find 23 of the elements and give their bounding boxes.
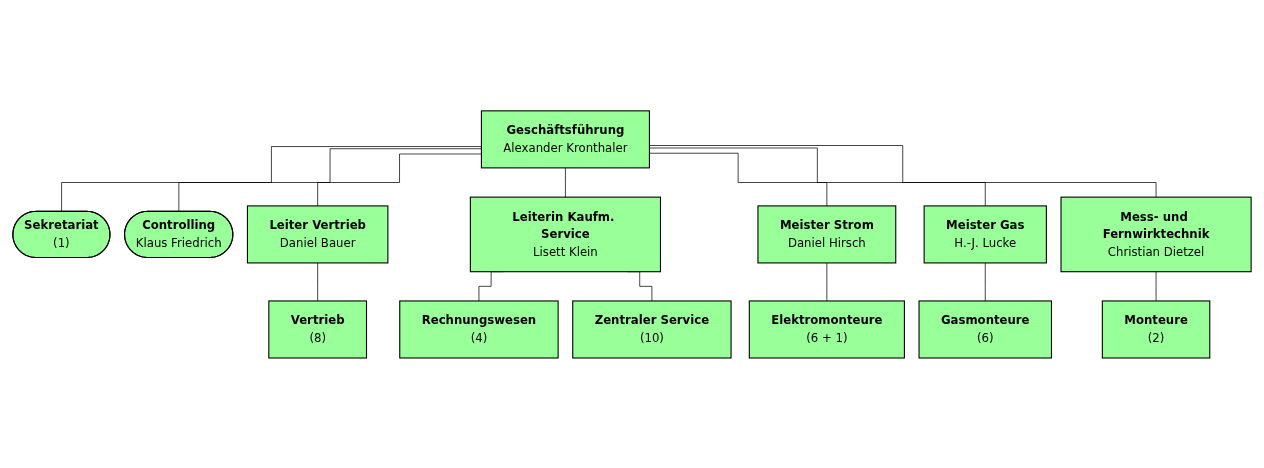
node-box: Meister Strom Daniel Hirsch bbox=[757, 204, 897, 264]
node-box: Geschäftsführung Alexander Kronthaler bbox=[480, 109, 650, 168]
node-box: Meister Gas H.-J. Lucke bbox=[923, 204, 1047, 264]
connector bbox=[565, 167, 566, 198]
node-box: Rechnungswesen (4) bbox=[399, 300, 559, 359]
connector bbox=[984, 262, 986, 301]
connector bbox=[649, 147, 986, 206]
node-box: Monteure (2) bbox=[1101, 300, 1211, 359]
connector bbox=[317, 262, 319, 301]
connector bbox=[649, 144, 1157, 198]
node-box: Vertrieb (8) bbox=[268, 300, 368, 359]
node-box: Zentraler Service (10) bbox=[572, 300, 732, 359]
connector bbox=[649, 152, 828, 206]
node-box: Gasmonteure (6) bbox=[918, 300, 1053, 359]
connector bbox=[826, 262, 828, 301]
node-box: Mess- und Fernwirktechnik Christian Dietzel bbox=[1060, 196, 1252, 272]
node-box: Elektromonteure (6 + 1) bbox=[748, 300, 905, 359]
node-box: Leiter Vertrieb Daniel Bauer bbox=[246, 204, 389, 264]
connector bbox=[178, 147, 482, 212]
node-box: Leiterin Kaufm. Service Lisett Klein bbox=[469, 196, 662, 272]
connector bbox=[317, 153, 482, 206]
connector bbox=[1155, 270, 1157, 301]
connector bbox=[61, 145, 482, 212]
